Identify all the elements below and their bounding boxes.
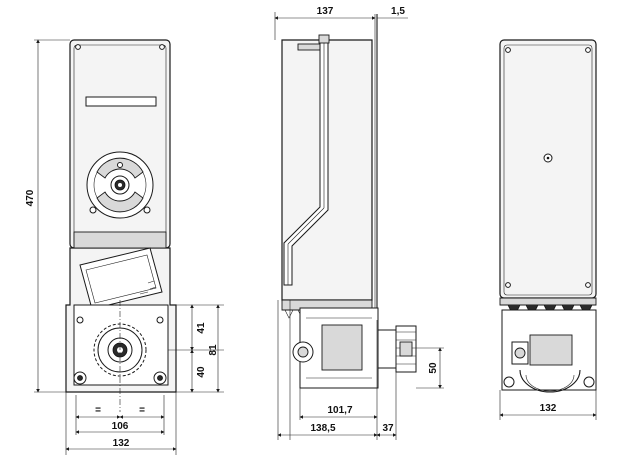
release-knob [86,151,154,219]
dim-gear-upper: 41 [196,322,207,334]
dim-side-offset-top: 1,5 [391,6,405,17]
dim-back-width: 132 [540,403,557,414]
tilted-flap [79,247,163,310]
dim-gear-total: 81 [208,344,219,356]
side-view: 137 1,5 50 101,7 138,5 37 [274,6,444,440]
dim-side-gear-depth: 37 [382,423,394,434]
dim-side-depth-bottom: 138,5 [310,423,335,434]
dim-side-motor-depth: 101,7 [327,405,352,416]
dim-height-total: 470 [25,189,36,206]
back-lower-housing [501,309,597,393]
dim-width-inner: 106 [112,421,129,432]
dim-side-depth-top: 137 [317,6,334,17]
back-view: 132 [499,39,597,420]
release-lever [283,34,330,286]
dim-equal-left: = [95,405,101,416]
label-plate [85,96,157,107]
motor-block [292,307,379,389]
side-pinion [377,325,417,373]
dim-equal-right: = [139,405,145,416]
dim-gear-lower: 40 [196,366,207,378]
dim-width-total: 132 [113,438,130,449]
dim-side-gear-height: 50 [428,362,439,374]
front-view: 470 41 40 81 = = 106 132 [25,39,224,455]
